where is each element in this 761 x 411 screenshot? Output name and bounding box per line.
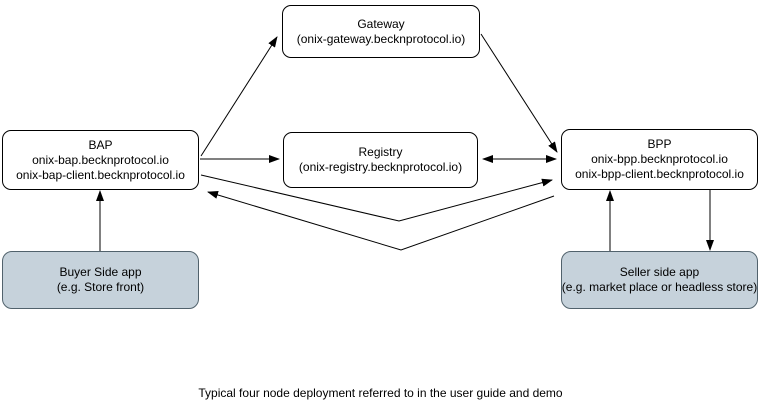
edge-gateway-bpp	[480, 33, 558, 153]
bpp-node: BPP onix-bpp.becknprotocol.io onix-bpp-c…	[561, 129, 758, 190]
seller-app-subtitle: (e.g. market place or headless store)	[561, 280, 758, 294]
gateway-node: Gateway (onix-gateway.becknprotocol.io)	[282, 5, 480, 58]
edge-bpp-bap	[207, 191, 555, 251]
registry-title: Registry	[358, 145, 403, 159]
edge-bap-bpp	[200, 174, 553, 222]
registry-node: Registry (onix-registry.becknprotocol.io…	[283, 132, 478, 188]
bap-client-host: onix-bap-client.becknprotocol.io	[16, 167, 185, 182]
diagram-caption: Typical four node deployment referred to…	[198, 386, 563, 400]
bap-host: onix-bap.becknprotocol.io	[32, 152, 169, 167]
gateway-title: Gateway	[357, 16, 405, 31]
bpp-host: onix-bpp.becknprotocol.io	[591, 152, 728, 166]
edge-bap-gateway	[200, 36, 278, 157]
bpp-client-host: onix-bpp-client.becknprotocol.io	[575, 167, 744, 181]
seller-app-node: Seller side app (e.g. market place or he…	[561, 251, 758, 309]
gateway-subtitle: (onix-gateway.becknprotocol.io)	[296, 31, 466, 46]
registry-subtitle: (onix-registry.becknprotocol.io)	[298, 160, 463, 174]
buyer-app-node: Buyer Side app (e.g. Store front)	[2, 251, 199, 309]
bap-node: BAP onix-bap.becknprotocol.io onix-bap-c…	[2, 130, 199, 190]
buyer-app-title: Buyer Side app	[59, 265, 142, 279]
seller-app-title: Seller side app	[619, 265, 700, 279]
bpp-title: BPP	[647, 137, 672, 151]
buyer-app-subtitle: (e.g. Store front)	[56, 280, 145, 294]
bap-title: BAP	[88, 137, 113, 152]
